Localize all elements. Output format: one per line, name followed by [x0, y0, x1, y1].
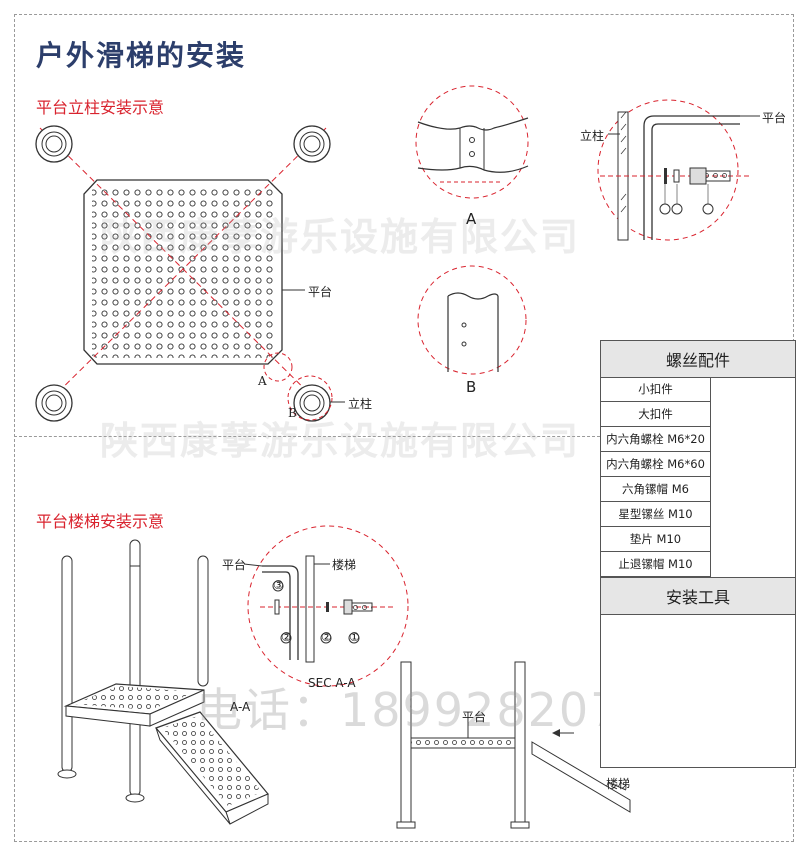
detail-b	[417, 265, 527, 375]
detail-post-label: 立柱	[580, 129, 605, 143]
parts-row: 垫片 M10	[601, 527, 711, 552]
front-elevation	[396, 661, 631, 829]
detail-post-platform	[597, 99, 760, 241]
platform-label: 平台	[308, 285, 333, 299]
parts-table-header: 螺丝配件	[601, 341, 795, 378]
parts-image-column	[711, 377, 795, 577]
watermark-2: 陕西康孽游乐设施有限公司	[100, 419, 581, 463]
callout-2b: ②	[321, 630, 332, 644]
elevation-stair-label: 楼梯	[606, 777, 631, 791]
platform-top-view	[35, 125, 345, 422]
elevation-platform-label: 平台	[462, 710, 487, 724]
parts-row: 内六角螺栓 M6*60	[601, 452, 711, 477]
parts-row: 小扣件	[601, 377, 711, 402]
detail-a-label: A	[466, 210, 477, 228]
parts-name-column: 小扣件 大扣件 内六角螺栓 M6*20 内六角螺栓 M6*60 六角镙帽 M6 …	[601, 377, 711, 577]
platform-stair-3d	[57, 539, 269, 825]
marker-b: B	[288, 406, 297, 420]
section-aa-detail	[243, 525, 409, 687]
post-top-right	[293, 125, 331, 163]
parts-row: 星型镙丝 M10	[601, 502, 711, 527]
sec2-stair-label: 楼梯	[332, 558, 357, 572]
section2-title: 平台楼梯安装示意	[36, 512, 165, 531]
tools-header: 安装工具	[601, 577, 795, 615]
callout-2a: ②	[281, 630, 292, 644]
callout-1: ①	[349, 630, 360, 644]
section-divider	[14, 436, 600, 437]
parts-row: 内六角螺栓 M6*20	[601, 427, 711, 452]
sec2-platform-label: 平台	[222, 558, 247, 572]
detail-b-label: B	[466, 378, 477, 396]
aa-label: A-A	[230, 700, 251, 714]
parts-row: 六角镙帽 M6	[601, 477, 711, 502]
sec-aa-label: SEC A-A	[308, 676, 356, 690]
callout-3: ③	[273, 578, 284, 592]
parts-row: 止退镙帽 M10	[601, 552, 711, 577]
parts-row: 大扣件	[601, 402, 711, 427]
page-title: 户外滑梯的安装	[36, 39, 247, 72]
section1-title: 平台立柱安装示意	[36, 98, 165, 117]
parts-table: 螺丝配件 小扣件 大扣件 内六角螺栓 M6*20 内六角螺栓 M6*60 六角镙…	[600, 340, 796, 768]
detail-a	[415, 85, 529, 199]
marker-a: A	[258, 374, 267, 388]
watermark-1: 陕西康孽游乐设施有限公司	[100, 215, 581, 259]
post-top-left	[35, 125, 73, 163]
post-label: 立柱	[348, 397, 373, 411]
detail-platform-label: 平台	[762, 111, 787, 125]
post-bottom-right	[293, 384, 331, 422]
post-bottom-left	[35, 384, 73, 422]
